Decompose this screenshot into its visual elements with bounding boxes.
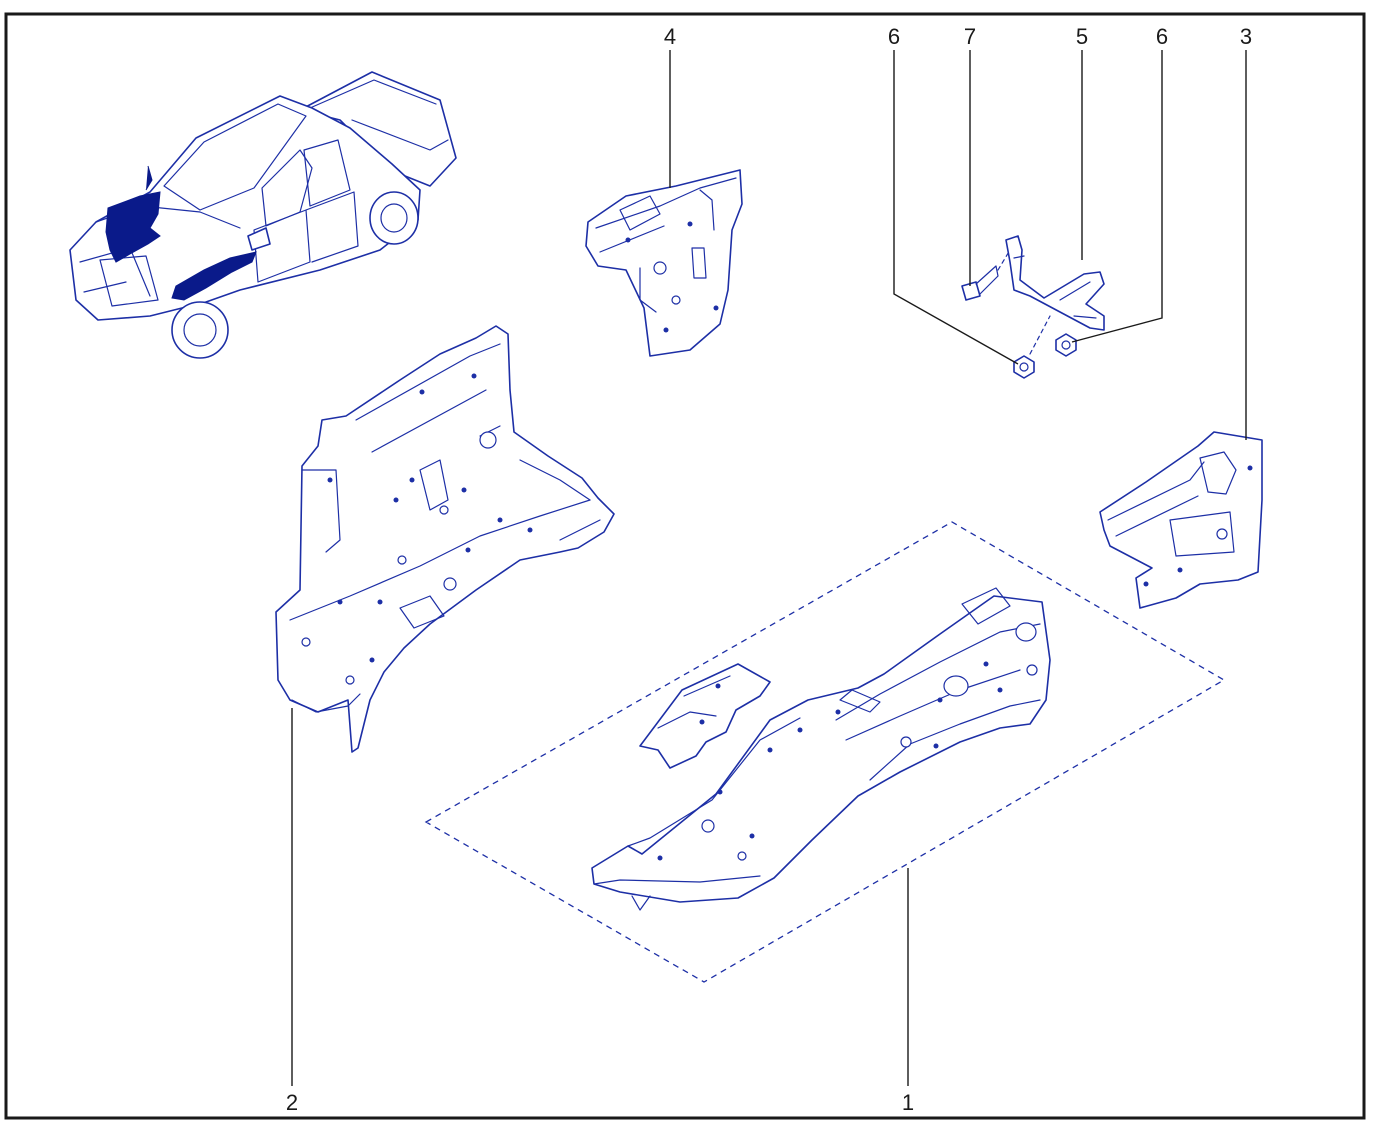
part-6-nut-upper <box>1055 333 1077 357</box>
callouts: 4 6 7 5 6 3 2 1 <box>286 24 1252 1115</box>
callout-3: 3 <box>1240 24 1252 49</box>
part-2-floor-panel <box>275 325 615 753</box>
part-5-bracket <box>1005 235 1105 331</box>
part-1-floor-assembly <box>591 587 1051 911</box>
diagram-frame <box>4 12 1366 1120</box>
callout-6-right: 6 <box>1156 24 1168 49</box>
callout-4: 4 <box>664 24 676 49</box>
part-1-dashed-outline <box>424 521 1226 983</box>
leader-lines <box>291 50 1247 1086</box>
part-7-bolt <box>961 249 1011 301</box>
part-6-nut-lower <box>1013 315 1051 379</box>
part-3-side-panel <box>1099 431 1263 609</box>
callout-5: 5 <box>1076 24 1088 49</box>
callout-1: 1 <box>902 1090 914 1115</box>
callout-2: 2 <box>286 1090 298 1115</box>
callout-7: 7 <box>964 24 976 49</box>
pickup-truck-locator <box>69 71 457 359</box>
part-4-side-panel <box>585 169 743 357</box>
callout-6-left: 6 <box>888 24 900 49</box>
